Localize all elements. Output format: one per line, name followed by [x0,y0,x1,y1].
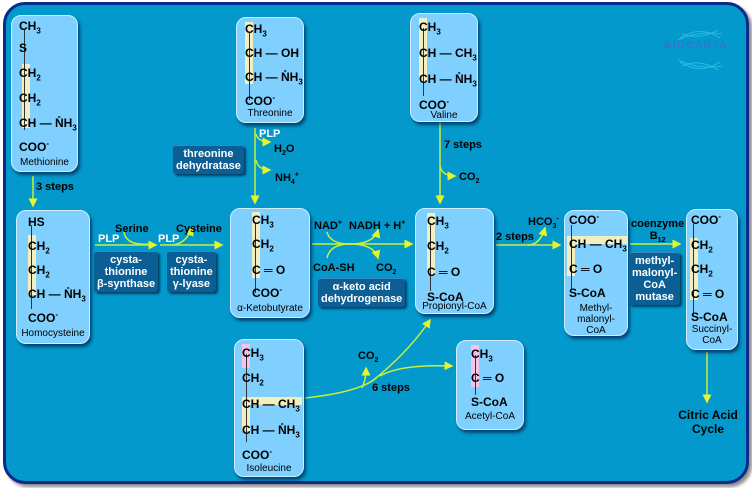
label-plp-1: PLP [98,233,120,245]
label-nh4: NH4+ [275,171,299,187]
label-7-steps: 7 steps [444,139,482,151]
molecule-isoleucine[interactable]: CH3 CH2 CH — CH3 CH — N̊H3 COO- Isoleuci… [234,339,304,477]
molecule-acetyl-coa[interactable]: CH3 C ═ O S-CoA Acetyl-CoA [456,340,524,430]
biocarta-logo-icon [677,29,723,71]
molecule-propionyl-coa[interactable]: CH3 CH2 C ═ O S-CoA Propionyl-CoA [415,208,494,314]
molecule-threonine[interactable]: CH3 CH — OH CH — N̊H3 COO- Threonine [236,17,304,123]
molecule-alpha-ketobutyrate[interactable]: CH3 CH2 C ═ O COO- α-Ketobutyrate [230,208,310,318]
molecule-name: Threonine [247,108,293,119]
logo-text: BIOCARTA [664,40,729,51]
molecule-valine[interactable]: CH3 CH — CH3 CH — N̊H3 COO- Valine [410,13,478,122]
molecule-name: Methionine [20,157,69,168]
molecule-name: Acetyl-CoA [464,411,515,422]
molecule-name: Valine [430,110,458,121]
label-plp-2: PLP [158,233,180,245]
label-co2-2: CO2 [459,171,480,186]
label-3-steps: 3 steps [36,181,74,193]
label-hco3: HCO3- [528,215,559,231]
molecule-name: Isoleucine [246,463,292,474]
molecule-homocysteine[interactable]: HS CH2 CH2 CH — N̊H3 COO- Homocysteine [16,210,90,344]
label-co2-1: CO2 [376,262,397,277]
molecule-methylmalonyl-coa[interactable]: COO- CH — CH3 C ═ O S-CoA Methyl- malony… [564,210,628,336]
label-co2-3: CO2 [358,350,379,365]
label-nadh: NADH + H+ [349,219,406,232]
molecule-name: Homocysteine [21,328,85,339]
label-nad: NAD+ [314,219,342,232]
molecule-methionine[interactable]: CH3 S CH2 CH2 CH — N̊H3 COO- Methionine [11,15,78,172]
molecule-name: α-Ketobutyrate [237,303,303,314]
label-2-steps: 2 steps [496,231,534,243]
molecule-succinyl-coa[interactable]: COO- CH2 CH2 C ═ O S-CoA Succinyl- CoA [686,209,738,350]
label-cysteine: Cysteine [176,223,222,235]
label-6-steps: 6 steps [372,382,410,394]
molecule-name: Methyl- malonyl- CoA [577,303,615,336]
label-h2o: H2O [274,143,295,158]
label-serine: Serine [115,223,149,235]
molecule-name: Propionyl-CoA [422,301,487,312]
label-coash: CoA-SH [313,262,355,274]
label-plp-3: PLP [259,128,281,140]
molecule-name: Succinyl- CoA [691,324,733,346]
